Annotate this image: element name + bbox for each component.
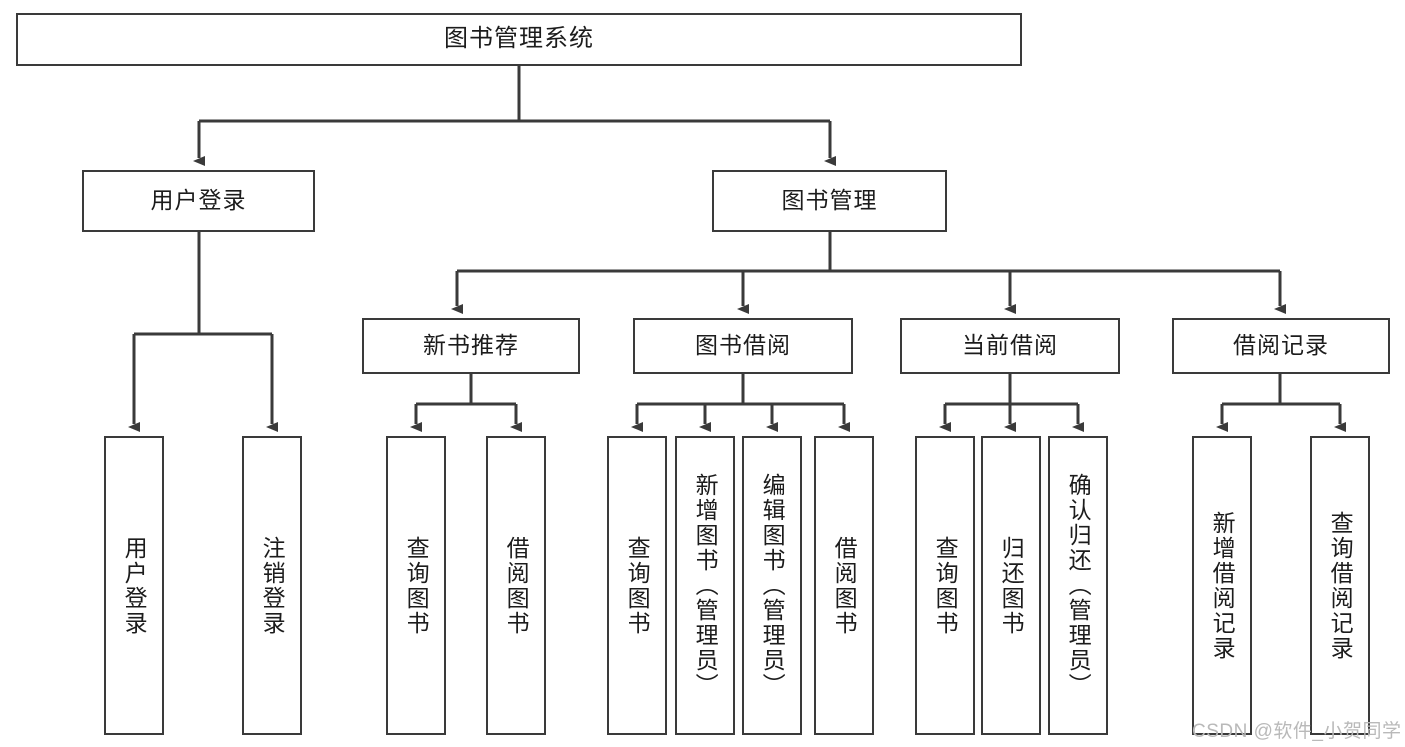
node-label: 图书管理: [781, 187, 878, 214]
node-label: 当前借阅: [962, 332, 1058, 359]
leaf-current-borrow-return-book[interactable]: 归还图书: [981, 436, 1041, 735]
leaf-book-borrow-edit-book-admin[interactable]: 编辑图书（管理员）: [742, 436, 802, 735]
node-book-borrow[interactable]: 图书借阅: [633, 318, 853, 374]
node-current-borrow[interactable]: 当前借阅: [900, 318, 1120, 374]
leaf-book-borrow-add-book-admin[interactable]: 新增图书（管理员）: [675, 436, 735, 735]
node-root-book-management-system[interactable]: 图书管理系统: [16, 13, 1022, 66]
node-label: 查询图书: [403, 535, 430, 636]
leaf-borrow-record-query-record[interactable]: 查询借阅记录: [1310, 436, 1370, 735]
node-label: 确认归还（管理员）: [1065, 473, 1092, 698]
leaf-current-borrow-confirm-return-admin[interactable]: 确认归还（管理员）: [1048, 436, 1108, 735]
node-label: 归还图书: [998, 535, 1025, 636]
leaf-book-borrow-query-book[interactable]: 查询图书: [607, 436, 667, 735]
node-label: 新书推荐: [423, 332, 519, 359]
node-label: 查询图书: [932, 535, 959, 636]
leaf-user-login-login[interactable]: 用户登录: [104, 436, 164, 735]
node-label: 新增借阅记录: [1209, 510, 1236, 661]
leaf-user-login-logout[interactable]: 注销登录: [242, 436, 302, 735]
node-label: 新增图书（管理员）: [692, 473, 719, 698]
node-label: 注销登录: [259, 535, 286, 636]
node-label: 借阅记录: [1233, 332, 1329, 359]
leaf-new-book-borrow-book[interactable]: 借阅图书: [486, 436, 546, 735]
leaf-new-book-query-book[interactable]: 查询图书: [386, 436, 446, 735]
leaf-borrow-record-add-record[interactable]: 新增借阅记录: [1192, 436, 1252, 735]
node-new-book-recommend[interactable]: 新书推荐: [362, 318, 580, 374]
leaf-book-borrow-borrow-book[interactable]: 借阅图书: [814, 436, 874, 735]
node-label: 用户登录: [150, 187, 247, 214]
node-book-management[interactable]: 图书管理: [712, 170, 947, 232]
node-user-login[interactable]: 用户登录: [82, 170, 315, 232]
node-label: 编辑图书（管理员）: [759, 473, 786, 698]
node-label: 借阅图书: [503, 535, 530, 636]
node-label: 借阅图书: [831, 535, 858, 636]
node-label: 图书管理系统: [444, 25, 594, 53]
leaf-current-borrow-query-book[interactable]: 查询图书: [915, 436, 975, 735]
node-label: 用户登录: [121, 535, 148, 636]
node-label: 查询图书: [624, 535, 651, 636]
node-label: 查询借阅记录: [1327, 510, 1354, 661]
node-borrow-record[interactable]: 借阅记录: [1172, 318, 1390, 374]
node-label: 图书借阅: [695, 332, 791, 359]
csdn-watermark: CSDN @软件_小贺同学: [1192, 721, 1402, 742]
